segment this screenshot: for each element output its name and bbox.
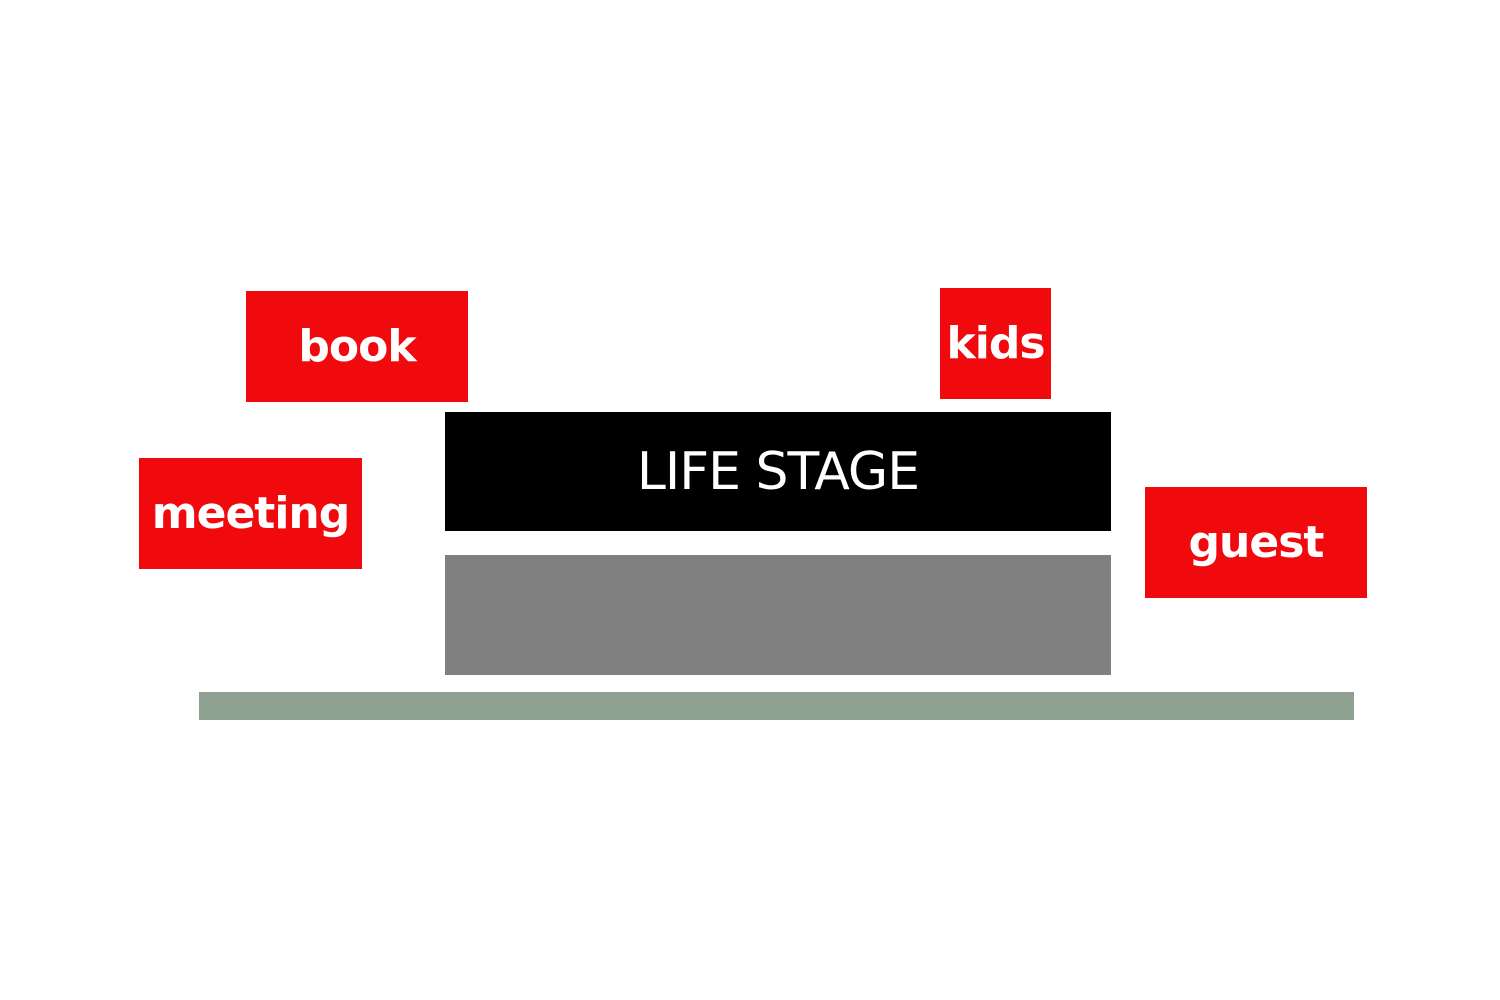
- meeting-label: meeting: [151, 488, 350, 539]
- life-stage-block: LIFE STAGE: [445, 412, 1111, 531]
- book-box: book: [246, 291, 468, 402]
- meeting-box: meeting: [139, 458, 362, 569]
- guest-box: guest: [1145, 487, 1367, 598]
- book-label: book: [298, 321, 416, 372]
- life-stage-label: LIFE STAGE: [636, 441, 920, 502]
- kids-label: kids: [946, 318, 1045, 369]
- guest-label: guest: [1188, 517, 1325, 568]
- stage-base-block: [445, 555, 1111, 675]
- kids-box: kids: [940, 288, 1051, 399]
- ground-bar: [199, 692, 1354, 720]
